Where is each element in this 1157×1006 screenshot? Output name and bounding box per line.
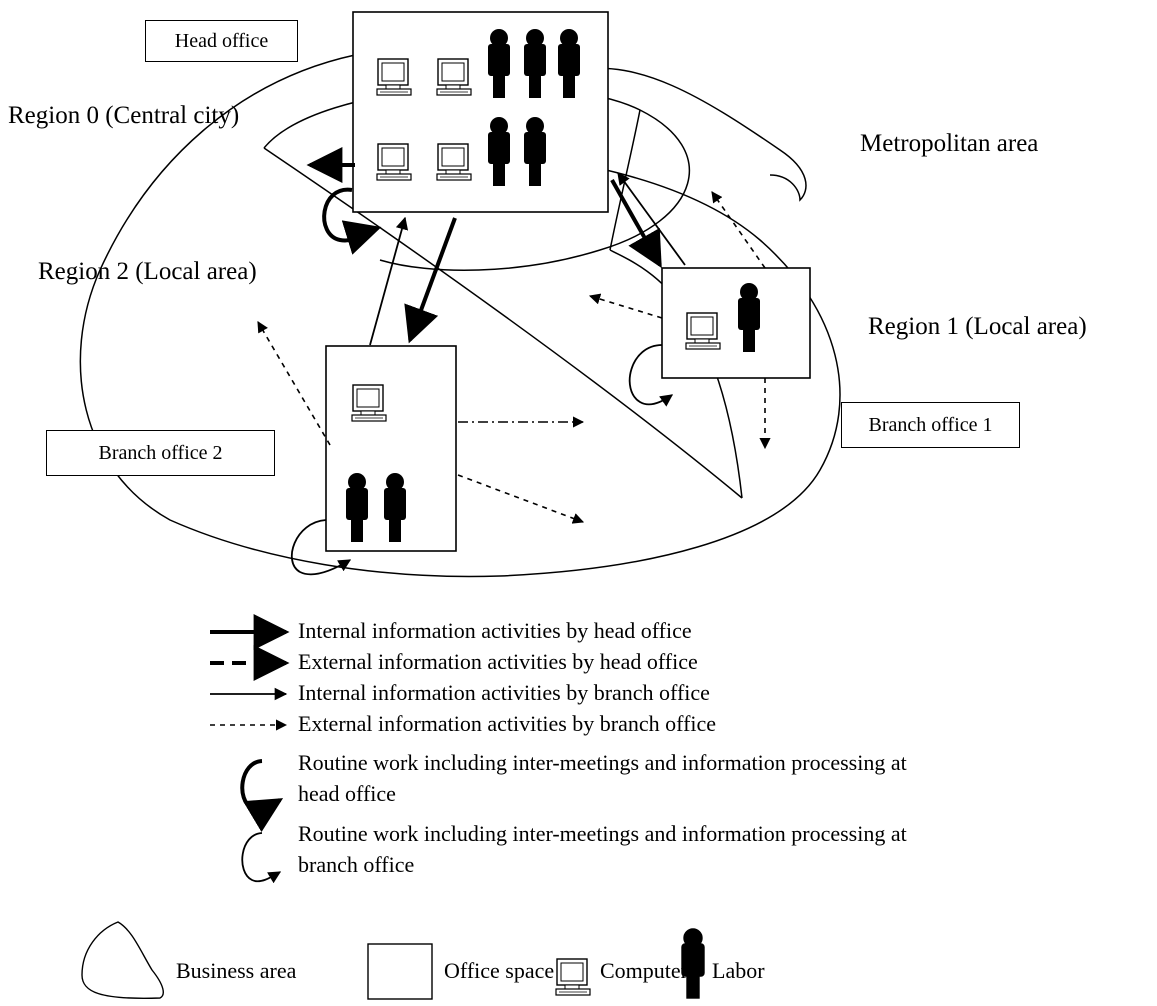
region-1-divider bbox=[609, 109, 641, 251]
legend-lines bbox=[210, 614, 290, 884]
routine-loop-icon bbox=[240, 759, 284, 833]
legend-external-branch: External information activities by branc… bbox=[298, 711, 717, 736]
routine-loop-icon bbox=[241, 832, 282, 884]
computer-icon bbox=[555, 958, 591, 996]
arrow-icon bbox=[610, 179, 662, 269]
head-office-label: Head office bbox=[145, 20, 298, 62]
symbol-business-area-label: Business area bbox=[176, 958, 297, 983]
computer-icon bbox=[436, 58, 472, 96]
computer-icon bbox=[436, 143, 472, 181]
routine-loop-icon bbox=[628, 344, 674, 407]
office-space-symbol bbox=[367, 943, 433, 1000]
arrow-icon bbox=[711, 191, 766, 269]
legend-routine-head-line2: head office bbox=[298, 781, 396, 806]
symbol-legend bbox=[81, 921, 705, 1000]
symbol-office-space-label: Office space bbox=[444, 958, 555, 983]
computer-icon bbox=[376, 58, 412, 96]
diagram-arrows bbox=[257, 147, 771, 576]
business-area-symbol bbox=[81, 921, 164, 1000]
arrow-icon bbox=[257, 321, 331, 446]
region-0-label: Region 0 (Central city) bbox=[8, 102, 240, 129]
legend-internal-head: Internal information activities by head … bbox=[298, 618, 692, 643]
routine-loop-icon bbox=[322, 187, 382, 255]
branch-office-1-label: Branch office 1 bbox=[841, 402, 1020, 448]
computer-icon bbox=[351, 384, 387, 422]
branch-office-1-box bbox=[661, 267, 811, 379]
arrow-icon bbox=[588, 293, 663, 319]
metropolitan-boundary bbox=[263, 147, 743, 499]
routine-loop-icon bbox=[290, 519, 352, 576]
region-2-boundary bbox=[79, 54, 841, 578]
legend-external-head: External information activities by head … bbox=[298, 649, 698, 674]
symbol-computer-label: Computer bbox=[600, 958, 688, 983]
legend-routine-branch-line1: Routine work including inter-meetings an… bbox=[298, 821, 907, 846]
region-1-label: Region 1 (Local area) bbox=[868, 313, 1087, 340]
arrow-icon bbox=[617, 171, 686, 266]
legend-internal-branch: Internal information activities by branc… bbox=[298, 680, 710, 705]
arrow-icon bbox=[404, 217, 457, 344]
metropolitan-area-label: Metropolitan area bbox=[860, 130, 1039, 157]
arrow-icon bbox=[369, 216, 409, 346]
metro-bracket bbox=[577, 67, 807, 202]
computer-icon bbox=[376, 143, 412, 181]
legend-routine-head-line1: Routine work including inter-meetings an… bbox=[298, 750, 907, 775]
branch-office-2-label: Branch office 2 bbox=[46, 430, 275, 476]
region-2-label: Region 2 (Local area) bbox=[38, 258, 257, 285]
symbol-labor-label: Labor bbox=[712, 958, 765, 983]
legend-routine-branch-line2: branch office bbox=[298, 852, 415, 877]
arrow-icon bbox=[457, 474, 585, 524]
computer-icon bbox=[685, 312, 721, 350]
